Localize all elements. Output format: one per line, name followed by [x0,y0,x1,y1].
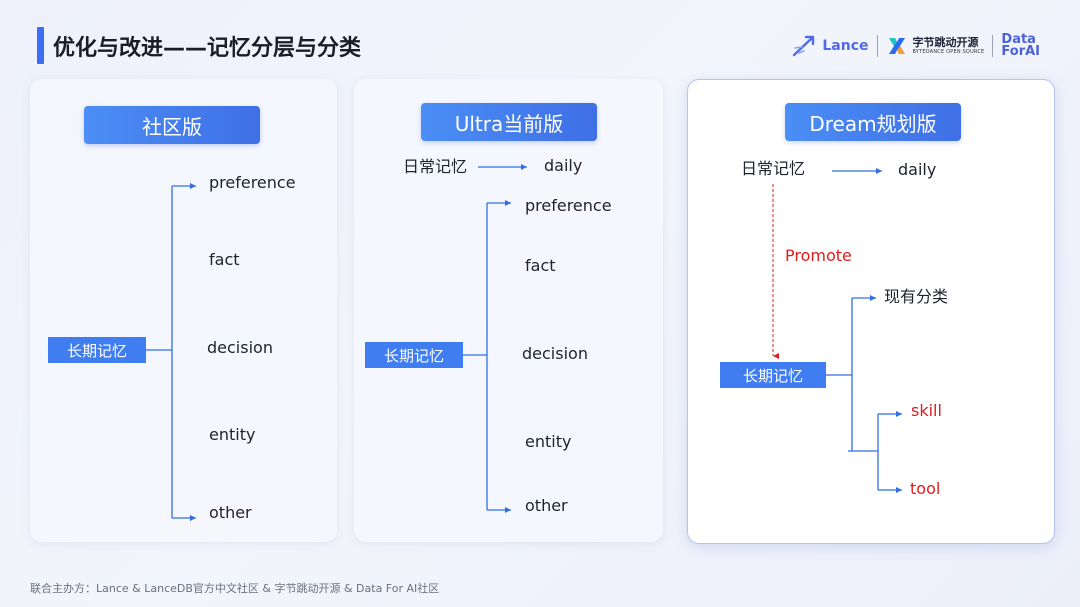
community-child-other: other [209,503,252,522]
data-for-ai-line2: ForAI [1001,44,1040,59]
community-child-fact: fact [209,250,240,269]
dream-child-skill: skill [911,401,942,420]
bytedance-logo-en: BYTEDANCE OPEN SOURCE [912,49,985,55]
data-for-ai-line1: Data [1001,31,1036,47]
dream-child-tool: tool [910,479,941,498]
dream-promote-label: Promote [785,246,852,265]
community-root-node: 长期记忆 [48,337,146,363]
bytedance-open-source-icon [888,38,905,54]
ultra-panel [354,79,663,542]
dream-existing-categories: 现有分类 [884,287,949,306]
ultra-child-other: other [525,496,568,515]
ultra-child-entity: entity [525,432,572,451]
lance-logo: Lance [792,35,869,57]
footer-organizers: 联合主办方：Lance & LanceDB官方中文社区 & 字节跳动开源 & D… [30,582,440,595]
community-child-entity: entity [209,425,256,444]
lance-logo-text: Lance [822,38,869,54]
bytedance-logo: 字节跳动开源 BYTEDANCE OPEN SOURCE [886,35,985,57]
community-title: 社区版 [84,106,260,144]
dream-daily: daily [898,160,937,179]
logo-divider [876,35,878,57]
dream-title: Dream规划版 [785,103,961,141]
dream-panel [687,79,1055,544]
ultra-short-term: 日常记忆 [403,157,468,176]
ultra-root-node: 长期记忆 [365,342,463,368]
lance-arrow-icon [793,35,815,57]
bytedance-logo-cn: 字节跳动开源 [912,36,979,49]
ultra-child-decision: decision [522,344,588,363]
title-accent-bar [37,27,44,64]
ultra-title: Ultra当前版 [421,103,597,141]
ultra-child-fact: fact [525,256,556,275]
community-child-decision: decision [207,338,273,357]
sponsor-logos: Lance 字节跳动开源 BYTEDANCE OPEN SOURCE Data … [792,30,1040,62]
community-child-preference: preference [209,173,296,192]
logo-divider [992,35,994,57]
data-for-ai-logo: Data ForAI [1001,31,1040,59]
dream-short-term: 日常记忆 [741,159,806,178]
page-title: 优化与改进——记忆分层与分类 [53,36,362,61]
community-panel [30,79,337,542]
ultra-daily: daily [544,156,583,175]
dream-root-node: 长期记忆 [720,362,826,388]
ultra-child-preference: preference [525,196,612,215]
